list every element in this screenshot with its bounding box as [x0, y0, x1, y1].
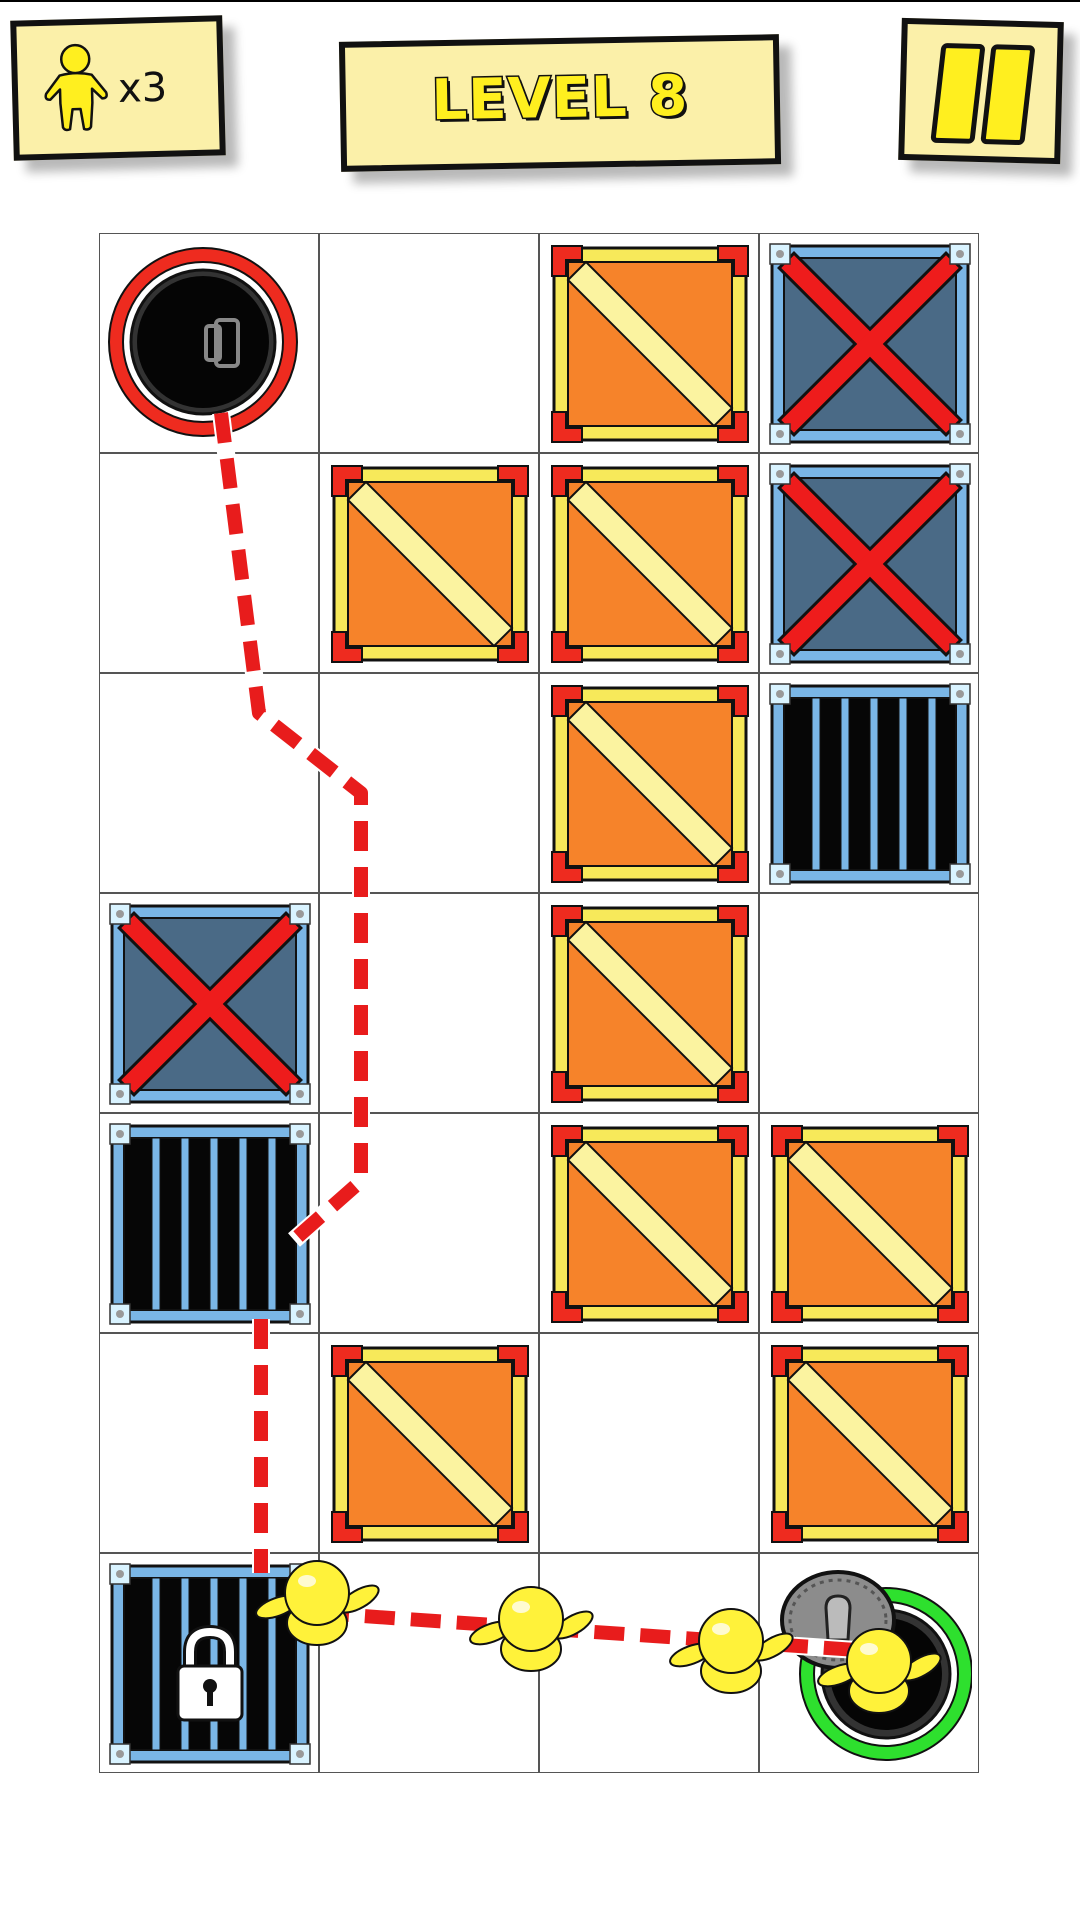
pause-icon-bar	[980, 44, 1036, 146]
board-cell-cage[interactable]	[99, 1113, 319, 1333]
board-cell-empty[interactable]	[319, 673, 539, 893]
board-cell-steel-crate-x[interactable]	[99, 893, 319, 1113]
board-cell-wood-crate[interactable]	[539, 233, 759, 453]
board-cell-wood-crate[interactable]	[759, 1333, 979, 1553]
board-cell-cage[interactable]	[759, 673, 979, 893]
lives-counter: x3	[10, 15, 226, 161]
board-cell-start[interactable]	[99, 233, 319, 453]
board-cell-wood-crate[interactable]	[539, 453, 759, 673]
board-cell-empty[interactable]	[319, 1553, 539, 1773]
level-title: LEVEL 8	[430, 62, 691, 134]
board-cell-steel-crate-x[interactable]	[759, 453, 979, 673]
board-cell-empty[interactable]	[99, 673, 319, 893]
board-cell-empty[interactable]	[539, 1553, 759, 1773]
top-border	[0, 0, 1080, 2]
board-cell-exit[interactable]	[759, 1553, 979, 1773]
board-cell-empty[interactable]	[759, 893, 979, 1113]
board-cell-wood-crate[interactable]	[319, 453, 539, 673]
pause-icon	[930, 42, 986, 144]
board-cell-steel-crate-x[interactable]	[759, 233, 979, 453]
board-cell-wood-crate[interactable]	[539, 1113, 759, 1333]
manhole-exit-icon	[780, 1570, 972, 1761]
board-cell-locked-cage[interactable]	[99, 1553, 319, 1773]
person-icon	[44, 43, 108, 132]
board-cell-empty[interactable]	[319, 893, 539, 1113]
lives-count: x3	[117, 64, 168, 112]
board-cell-wood-crate[interactable]	[539, 673, 759, 893]
level-banner: LEVEL 8	[338, 34, 782, 172]
puzzle-board	[99, 233, 981, 1775]
board-cell-empty[interactable]	[99, 1333, 319, 1553]
pause-button[interactable]	[898, 17, 1064, 165]
board-cell-wood-crate[interactable]	[539, 893, 759, 1113]
board-cell-wood-crate[interactable]	[759, 1113, 979, 1333]
board-cell-empty[interactable]	[319, 233, 539, 453]
board-cell-wood-crate[interactable]	[319, 1333, 539, 1553]
portal-hole-icon	[108, 247, 298, 437]
board-cell-empty[interactable]	[319, 1113, 539, 1333]
board-cell-empty[interactable]	[539, 1333, 759, 1553]
board-cell-empty[interactable]	[99, 453, 319, 673]
